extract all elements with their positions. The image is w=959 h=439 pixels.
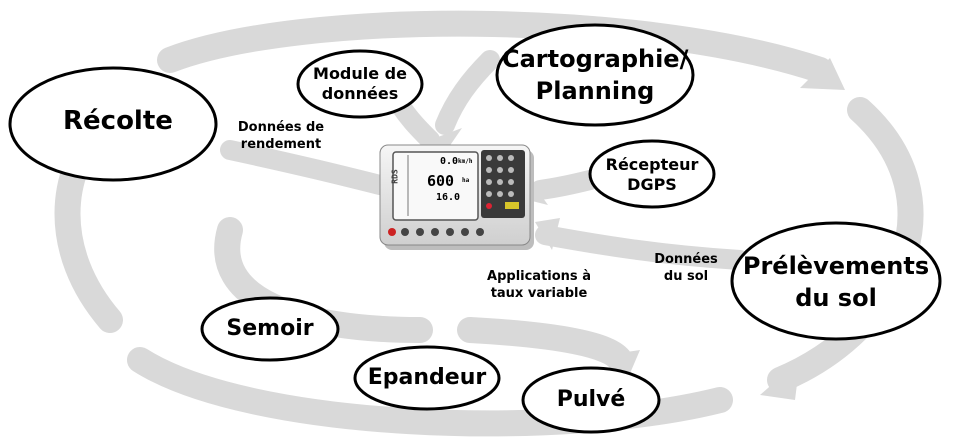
annotation-sol: Données du sol	[646, 251, 726, 285]
arrow-module-to-device	[390, 95, 440, 150]
node-pulve-label: Pulvé	[556, 387, 626, 412]
ellipse-module	[296, 49, 424, 119]
node-cartographie-line1: Cartographie/	[502, 45, 689, 73]
node-module-line2: données	[321, 84, 399, 103]
power-key	[388, 228, 396, 236]
node-recepteur-line2: DGPS	[627, 175, 677, 194]
arrow-recepteur-to-device	[530, 170, 600, 200]
node-ellipses	[8, 23, 942, 434]
ellipse-pulve	[521, 366, 661, 434]
arrowhead-device-sol	[535, 218, 560, 250]
arrow-sol-to-device	[535, 225, 750, 270]
terminal-device	[379, 144, 534, 250]
ellipse-recepteur	[588, 139, 716, 209]
node-module-line1: Module de	[313, 64, 407, 83]
ellipse-semoir	[200, 296, 340, 362]
arrowhead-top	[800, 58, 845, 90]
outer-arc-top	[157, 10, 833, 83]
annotation-applications-line2: taux variable	[490, 286, 588, 301]
node-recepteur-label: Récepteur DGPS	[597, 155, 707, 195]
node-recepteur-line1: Récepteur	[605, 155, 699, 174]
node-cartographie-label: Cartographie/ Planning	[502, 43, 688, 107]
node-recolte-label: Récolte	[63, 106, 173, 136]
inner-arc-bottom	[457, 317, 633, 373]
device-readout-1: 0.0	[440, 156, 459, 167]
annotation-applications-line1: Applications à	[487, 269, 591, 284]
annotation-applications: Applications à taux variable	[478, 268, 600, 302]
node-prelevements-line2: du sol	[795, 284, 877, 312]
device-screen	[392, 151, 479, 221]
keypad-keys	[486, 155, 519, 209]
ellipse-cartographie	[495, 23, 695, 127]
annotation-rendement-line1: Données de	[237, 120, 325, 135]
annotation-rendement: Données de rendement	[226, 119, 336, 153]
node-module-label: Module de données	[305, 64, 415, 104]
device-unit-2: ha	[462, 177, 470, 184]
device-readout-3: 16.0	[436, 192, 461, 203]
arrow-cartographie-to-device	[435, 50, 500, 135]
node-semoir-label: Semoir	[226, 316, 314, 341]
annotation-sol-line1: Données	[654, 252, 718, 267]
function-keys	[401, 228, 484, 236]
ellipse-epandeur	[353, 345, 501, 411]
ellipse-recolte	[8, 66, 218, 182]
node-prelevements-line1: Prélèvements	[742, 252, 930, 280]
keypad-panel	[481, 150, 525, 218]
device-unit-1: km/h	[458, 158, 473, 165]
node-epandeur-label: Epandeur	[367, 365, 487, 390]
device-readout-2: 600	[427, 172, 455, 190]
annotation-sol-line2: du sol	[663, 269, 709, 284]
arrow-recolte-to-device	[220, 140, 390, 195]
arrowhead-pulve	[605, 350, 640, 385]
annotation-rendement-line2: rendement	[240, 137, 322, 152]
node-cartographie-line2: Planning	[535, 77, 655, 105]
arrowhead-right	[760, 360, 800, 400]
node-prelevements-label: Prélèvements du sol	[735, 250, 937, 314]
device-brand: RDS	[390, 169, 400, 184]
ellipse-prelevements	[730, 221, 942, 341]
